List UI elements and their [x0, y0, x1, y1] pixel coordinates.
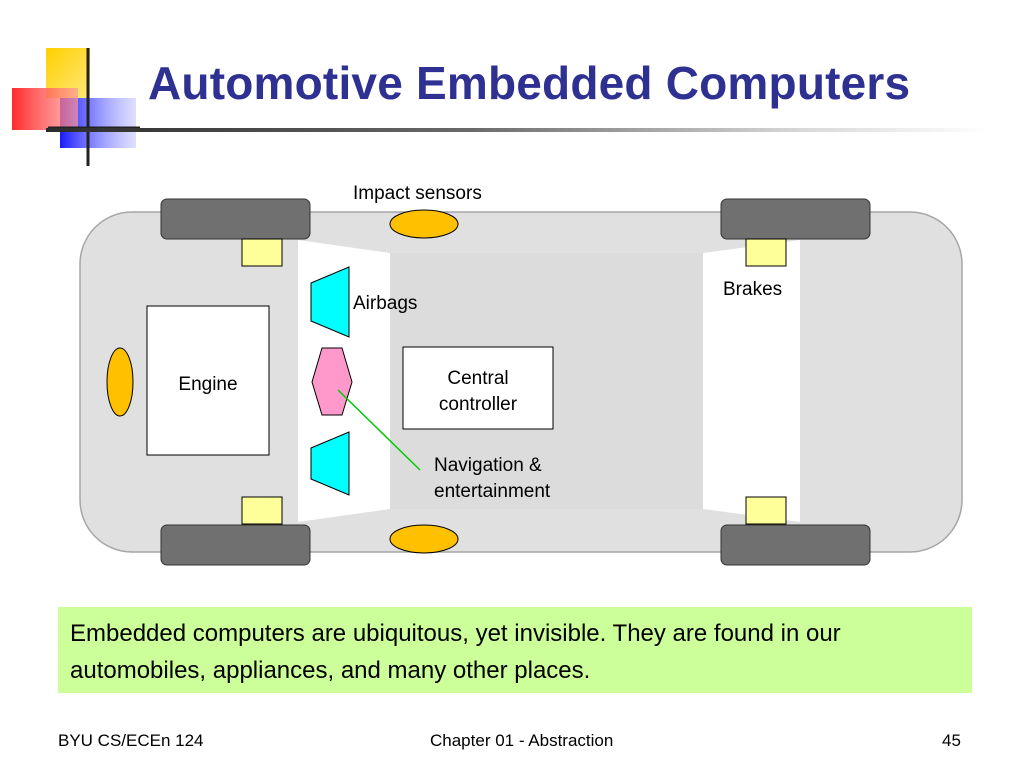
car-diagram-graphic: [79, 198, 963, 566]
title-underline: [46, 128, 990, 132]
wheel-front-top: [160, 198, 311, 240]
impact-sensors-label: Impact sensors: [353, 183, 482, 204]
impact-sensor-top: [389, 209, 459, 239]
brake-rear-bottom: [745, 496, 787, 525]
slide-title: Automotive Embedded Computers: [148, 57, 911, 109]
logo-red-square: [12, 88, 78, 130]
footer-page-number: 45: [942, 731, 961, 750]
brakes-label: Brakes: [723, 279, 783, 300]
wheel-rear-bottom: [720, 524, 871, 566]
wheel-front-bottom: [160, 524, 311, 566]
impact-sensor-front: [106, 347, 134, 417]
navigation-pointer-line: [337, 389, 421, 471]
navigation-entertainment-label: Navigation & entertainment: [434, 455, 551, 502]
airbag-top: [310, 266, 350, 338]
wheel-rear-top: [720, 198, 871, 240]
brake-front-bottom: [241, 496, 283, 525]
central-controller-label: Central controller: [438, 368, 518, 415]
central-controller-box: [402, 346, 554, 430]
brake-rear-top: [745, 238, 787, 267]
engine-box: [146, 305, 270, 456]
car-diagram: Impact sensors Brakes Airbags Engine Cen…: [0, 160, 1024, 600]
brake-front-top: [241, 238, 283, 267]
navigation-unit: [311, 347, 353, 416]
airbag-bottom: [310, 431, 350, 496]
rear-cabin-area: [703, 240, 800, 522]
footer-chapter: Chapter 01 - Abstraction: [430, 731, 614, 750]
impact-sensor-bottom: [389, 524, 459, 554]
decorative-squares-logo: [12, 48, 140, 166]
airbags-label: Airbags: [353, 293, 418, 314]
engine-label: Engine: [178, 374, 238, 395]
caption-box: Embedded computers are ubiquitous, yet i…: [58, 607, 972, 693]
footer-course: BYU CS/ECEn 124: [58, 731, 204, 750]
